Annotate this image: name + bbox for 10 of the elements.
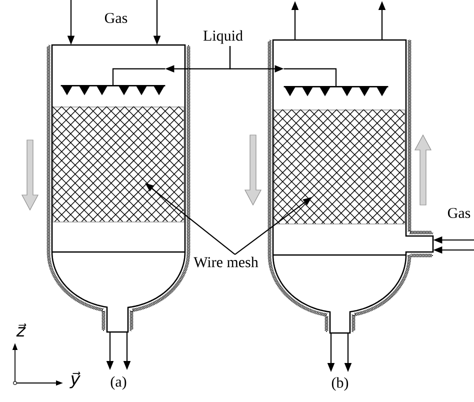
spray-distributor — [60, 68, 166, 96]
axis-label: z⃗ — [16, 324, 26, 336]
flow-label: Gas — [104, 12, 128, 24]
axis-label: y⃗ — [70, 372, 81, 388]
panel-label: (a) — [110, 376, 126, 390]
flow-label: Liquid — [203, 30, 243, 44]
flow-label: Gas — [448, 208, 470, 218]
wire-mesh-packing — [52, 106, 184, 222]
callout-label: Wire mesh — [194, 256, 258, 268]
panel-label: (b) — [332, 377, 348, 391]
